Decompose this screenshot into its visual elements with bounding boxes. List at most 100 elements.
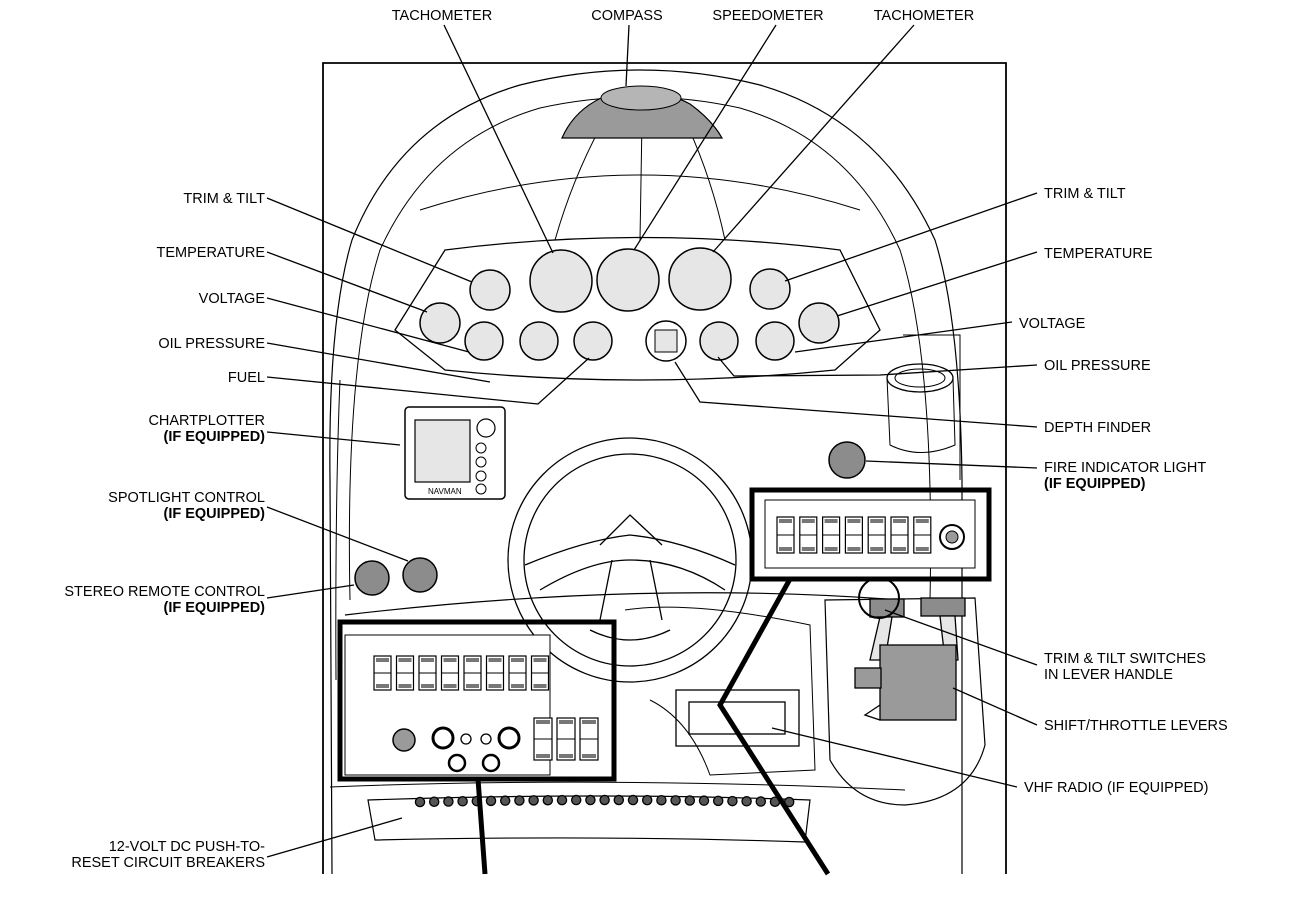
rocker-switch <box>530 655 550 691</box>
rocker-switch <box>890 516 909 554</box>
rocker-switch <box>867 516 886 554</box>
rocker-switch <box>485 655 505 691</box>
circuit-breaker-button <box>542 794 554 806</box>
label-oil-pressure-right: OIL PRESSURE <box>1044 358 1151 374</box>
throttle-body <box>879 644 957 721</box>
steering-wheel <box>507 437 753 683</box>
power-outlet-2 <box>481 753 501 773</box>
gauge-speedometer <box>596 248 660 312</box>
label-speedometer: SPEEDOMETER <box>712 8 823 24</box>
label-compass: COMPASS <box>591 8 662 24</box>
label-shift-throttle: SHIFT/THROTTLE LEVERS <box>1044 718 1228 734</box>
circuit-breaker-button <box>457 796 468 807</box>
cup-holder <box>886 363 956 453</box>
rocker-switch <box>776 516 795 554</box>
label-tachometer-left: TACHOMETER <box>392 8 492 24</box>
lower-dash-curve <box>344 592 901 616</box>
gauge-tachometer-left <box>529 249 593 313</box>
label-fire-indicator: FIRE INDICATOR LIGHT <box>1044 460 1206 476</box>
right-panel-edge <box>903 334 961 480</box>
gauge-trim-tilt-right <box>749 268 791 310</box>
leader-lines <box>266 24 1038 858</box>
label-fuel: FUEL <box>228 370 265 386</box>
gauge-voltage-left <box>464 321 504 361</box>
left-side-ridge <box>335 379 341 681</box>
gauge-temperature-right <box>798 302 840 344</box>
hood-arc <box>419 174 861 211</box>
label-trim-switches-1: TRIM & TILT SWITCHES <box>1044 651 1206 667</box>
circuit-breaker-button <box>514 795 525 806</box>
lever-handle-right <box>920 597 966 617</box>
trim-switch-highlight <box>858 577 900 619</box>
label-circuit-breakers-2: RESET CIRCUIT BREAKERS <box>71 855 265 871</box>
circuit-breaker-button <box>613 794 625 806</box>
label-tachometer-right: TACHOMETER <box>874 8 974 24</box>
label-stereo-note: (IF EQUIPPED) <box>163 600 265 616</box>
rocker-switch <box>395 655 415 691</box>
rocker-switch <box>373 655 392 691</box>
dash-frame <box>322 62 1007 874</box>
label-fire-note: (IF EQUIPPED) <box>1044 476 1146 492</box>
rocker-switch <box>556 717 576 761</box>
center-console-outline <box>624 606 816 776</box>
rocker-switch <box>579 717 599 761</box>
gauge-oil-pressure-right <box>699 321 739 361</box>
throttle-pod <box>824 597 986 806</box>
circuit-breaker-button <box>485 795 497 807</box>
switch-panel-lower-left <box>344 634 599 776</box>
label-stereo-remote: STEREO REMOTE CONTROL <box>64 584 265 600</box>
circuit-breaker-button <box>641 794 653 806</box>
highlight-box-lower-left <box>337 619 617 782</box>
gauge-voltage-right <box>755 321 795 361</box>
circuit-breaker-button <box>698 795 710 806</box>
circuit-breaker-button <box>585 794 596 806</box>
label-voltage-right: VOLTAGE <box>1019 316 1086 332</box>
accessory-knob-2 <box>497 726 521 750</box>
gauge-trim-tilt-left <box>469 269 511 311</box>
rocker-switch <box>821 516 841 554</box>
rocker-switch <box>418 655 437 691</box>
gauge-fuel <box>573 321 613 361</box>
label-temperature-left: TEMPERATURE <box>157 245 266 261</box>
depth-finder-screen <box>654 329 678 353</box>
accessory-jack-1 <box>460 733 472 745</box>
label-spotlight-note: (IF EQUIPPED) <box>163 506 265 522</box>
label-depth-finder: DEPTH FINDER <box>1044 420 1151 436</box>
box-pointer-lines <box>475 577 831 876</box>
throttle-levers <box>854 597 966 721</box>
vhf-radio-device <box>675 689 800 747</box>
callout-labels: TACHOMETER COMPASS SPEEDOMETER TACHOMETE… <box>64 8 1227 871</box>
label-voltage-left: VOLTAGE <box>199 291 266 307</box>
label-trim-switches-2: IN LEVER HANDLE <box>1044 667 1173 683</box>
fire-indicator-light <box>828 441 866 479</box>
compass-dome <box>561 85 724 139</box>
label-spotlight-control: SPOTLIGHT CONTROL <box>108 490 265 506</box>
rocker-switch <box>913 516 932 554</box>
circuit-breaker-panel <box>329 781 906 843</box>
rocker-switch <box>508 655 527 691</box>
accessory-jack-2 <box>480 733 492 745</box>
stereo-remote-knob <box>354 560 390 596</box>
circuit-breaker-button <box>570 794 582 806</box>
circuit-breaker-button <box>528 795 539 806</box>
chartplotter-brand: NAVMAN <box>428 487 462 496</box>
gauges <box>419 247 840 362</box>
power-outlet-1 <box>447 753 467 773</box>
rocker-switch <box>844 516 864 554</box>
circuit-breaker-button <box>627 794 639 806</box>
label-oil-pressure-left: OIL PRESSURE <box>158 336 265 352</box>
label-vhf-radio: VHF RADIO(IF EQUIPPED) <box>1024 780 1208 796</box>
label-chartplotter-note: (IF EQUIPPED) <box>163 429 265 445</box>
gauge-oil-pressure-left <box>519 321 559 361</box>
label-trim-tilt-left: TRIM & TILT <box>183 191 265 207</box>
circuit-breaker-button <box>684 795 696 806</box>
circuit-breaker-button <box>499 795 511 806</box>
circuit-breaker-button <box>599 794 610 806</box>
circuit-breaker-button <box>670 795 681 806</box>
circuit-breaker-button <box>656 794 667 806</box>
upper-hood-outer <box>329 69 963 875</box>
label-circuit-breakers-1: 12-VOLT DC PUSH-TO- <box>109 839 265 855</box>
spotlight-control-knob <box>402 557 438 593</box>
